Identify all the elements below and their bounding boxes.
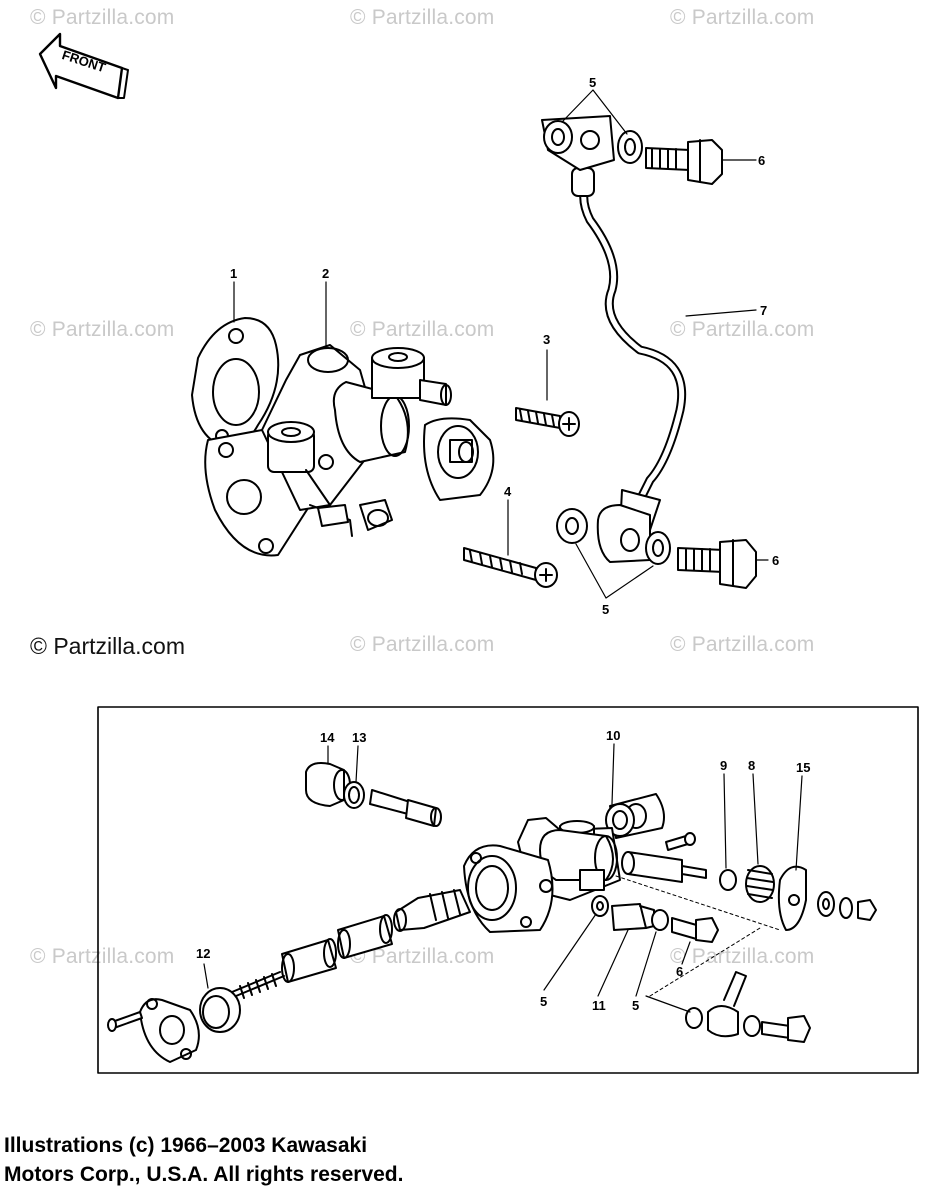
callout-5: 5: [602, 602, 609, 617]
callout-8: 8: [748, 758, 755, 773]
shaft-part: [369, 789, 442, 827]
callout-6: 6: [676, 964, 683, 979]
watermark-strong: © Partzilla.com: [30, 633, 185, 659]
pump-body-inset: [463, 817, 621, 933]
callout-2: 2: [322, 266, 329, 281]
callout-5: 5: [540, 994, 547, 1009]
gasket-part-10: [605, 793, 665, 839]
callout-9: 9: [720, 758, 727, 773]
callout-6: 6: [772, 553, 779, 568]
elbow-fitting-part: [685, 971, 811, 1043]
pin-part: [621, 851, 707, 883]
callout-1: 1: [230, 266, 237, 281]
callout-15: 15: [796, 760, 810, 775]
o-ring-part-12: [199, 987, 241, 1033]
spring-part: [231, 971, 285, 999]
washers-nut-part: [817, 891, 877, 921]
bolt-part-6: [671, 917, 719, 943]
fitting-part-11: [611, 903, 655, 931]
screw-part-4: [463, 547, 558, 588]
screw-part: [665, 832, 696, 851]
washer-part-5: [556, 508, 671, 565]
watermark: © Partzilla.com: [30, 6, 175, 29]
sleeve-part: [281, 938, 337, 983]
inset-frame: [97, 706, 919, 1074]
circlip-part-9: [719, 869, 737, 891]
watermark: © Partzilla.com: [350, 6, 495, 29]
banjo-bolt-part-6: [677, 539, 757, 589]
caption-line: Motors Corp., U.S.A. All rights reserved…: [4, 1163, 404, 1186]
washer-part-5: [543, 120, 643, 164]
callout-7: 7: [760, 303, 767, 318]
watermark: © Partzilla.com: [350, 945, 495, 968]
cap-part-14: [305, 762, 351, 807]
callout-4: 4: [504, 484, 512, 499]
washer-part-5: [651, 909, 669, 931]
callout-12: 12: [196, 946, 210, 961]
callout-5: 5: [589, 75, 596, 90]
caption-line: Illustrations (c) 1966–2003 Kawasaki: [4, 1134, 368, 1157]
callout-10: 10: [606, 728, 620, 743]
watermark: © Partzilla.com: [670, 945, 815, 968]
watermark: © Partzilla.com: [350, 633, 495, 656]
watermark: © Partzilla.com: [670, 318, 815, 341]
sleeve-part: [337, 914, 393, 959]
o-ring-part-13: [343, 781, 365, 809]
copyright-caption: Illustrations (c) 1966–2003 Kawasaki Mot…: [4, 1131, 403, 1189]
watermark: © Partzilla.com: [670, 633, 815, 656]
oil-pipe-part-7: [541, 115, 687, 563]
watermark: © Partzilla.com: [30, 945, 175, 968]
watermark: © Partzilla.com: [350, 318, 495, 341]
screw-part-3: [515, 407, 580, 437]
oil-pump-part-2: [204, 344, 495, 557]
callout-14: 14: [320, 730, 335, 745]
plunger-part: [393, 889, 471, 932]
callout-3: 3: [543, 332, 550, 347]
callout-6: 6: [758, 153, 765, 168]
cover-plate-part: [107, 998, 200, 1063]
front-arrow-icon: [38, 32, 129, 100]
callout-13: 13: [352, 730, 366, 745]
callout-11: 11: [592, 998, 606, 1013]
watermark: © Partzilla.com: [670, 6, 815, 29]
washer-part-5: [591, 895, 609, 917]
watermark: © Partzilla.com: [30, 318, 175, 341]
callout-5: 5: [632, 998, 639, 1013]
plate-part-15: [777, 865, 807, 931]
spring-part-8: [745, 865, 775, 903]
banjo-bolt-part-6: [645, 139, 723, 185]
